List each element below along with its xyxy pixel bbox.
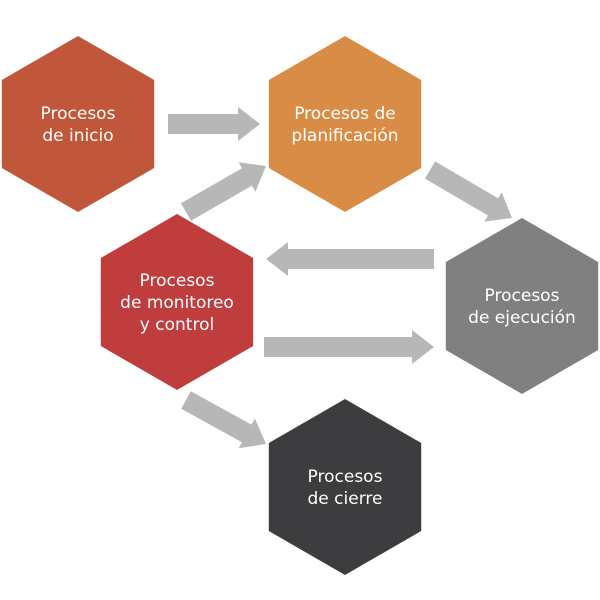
- hexagon-label-planificacion-line-0: Procesos de: [294, 104, 396, 124]
- hexagon-shape-ejecucion: [445, 218, 599, 394]
- arrow-inicio-to-planificacion: [168, 107, 260, 141]
- hexagon-label-monitoreo-line-1: de monitoreo: [120, 293, 234, 313]
- hexagon-shape-monitoreo: [100, 214, 254, 390]
- hexagon-shape-cierre: [268, 399, 422, 575]
- hexagon-label-monitoreo-line-2: y control: [140, 315, 214, 335]
- arrow-monitoreo-to-ejecucion: [264, 330, 434, 364]
- hexagon-label-cierre-line-0: Procesos: [308, 467, 383, 487]
- hexagon-shape-planificacion: [268, 36, 422, 212]
- arrow-monitoreo-to-cierre: [181, 391, 266, 449]
- hexagon-label-inicio-line-0: Procesos: [41, 104, 116, 124]
- hexagon-label-cierre-line-1: de cierre: [308, 489, 383, 509]
- hexagon-label-monitoreo-line-0: Procesos: [140, 271, 215, 291]
- hexagon-label-inicio-line-1: de inicio: [42, 126, 113, 146]
- hexagon-label-ejecucion-line-1: de ejecución: [468, 308, 576, 328]
- hexagon-label-ejecucion-line-0: Procesos: [485, 286, 560, 306]
- arrow-planificacion-to-ejecucion: [424, 161, 512, 222]
- hexagon-label-planificacion-line-1: planificación: [291, 126, 398, 146]
- arrow-ejecucion-to-monitoreo: [266, 242, 434, 276]
- hexagon-shape-inicio: [1, 36, 155, 212]
- arrow-monitoreo-to-planificacion: [181, 162, 266, 221]
- arrows-layer: [168, 107, 512, 449]
